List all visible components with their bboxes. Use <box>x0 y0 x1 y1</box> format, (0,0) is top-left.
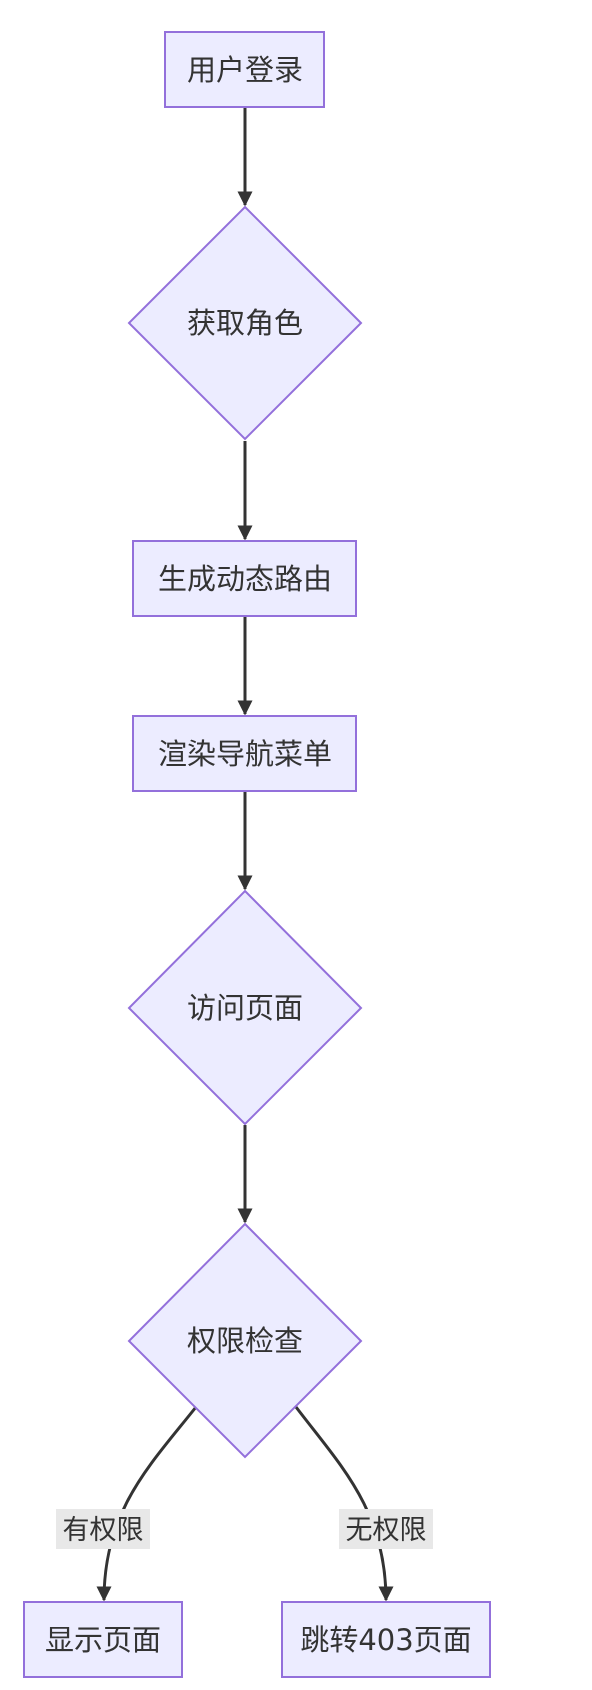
node-redirect-403: 跳转403页面 <box>281 1601 491 1678</box>
node-box <box>132 540 357 617</box>
edge-perm-check-to-redirect-403 <box>294 1406 394 1602</box>
decision-diamond <box>127 1222 363 1459</box>
edge-label-bg <box>339 1509 433 1549</box>
node-box <box>281 1601 491 1678</box>
node-perm-check: 权限检查 <box>127 1222 363 1459</box>
node-show-page: 显示页面 <box>23 1601 183 1678</box>
node-gen-routes: 生成动态路由 <box>132 540 357 617</box>
node-box <box>132 715 357 792</box>
node-label: 渲染导航菜单 <box>158 737 332 771</box>
decision-diamond <box>127 205 363 441</box>
node-label: 跳转403页面 <box>300 1623 471 1657</box>
edges <box>96 107 394 1602</box>
node-label: 生成动态路由 <box>158 562 332 596</box>
edge-label-text: 有权限 <box>63 1515 144 1546</box>
node-visit-page: 访问页面 <box>127 889 363 1126</box>
edge-label-bg <box>56 1509 150 1549</box>
node-label: 获取角色 <box>187 306 303 340</box>
node-label: 用户登录 <box>187 53 303 87</box>
node-box <box>23 1601 183 1678</box>
node-label: 访问页面 <box>187 991 303 1025</box>
node-get-role: 获取角色 <box>127 205 363 441</box>
node-render-menu: 渲染导航菜单 <box>132 715 357 792</box>
node-login: 用户登录 <box>164 31 325 108</box>
edge-label-has-perm: 有权限 <box>56 1509 150 1549</box>
decision-diamond <box>127 889 363 1126</box>
node-box <box>164 31 325 108</box>
edge-label-no-perm: 无权限 <box>339 1509 433 1549</box>
edge-label-text: 无权限 <box>346 1515 427 1546</box>
edge-perm-check-to-show-page <box>96 1406 198 1602</box>
node-label: 显示页面 <box>45 1623 161 1657</box>
node-label: 权限检查 <box>187 1324 303 1358</box>
